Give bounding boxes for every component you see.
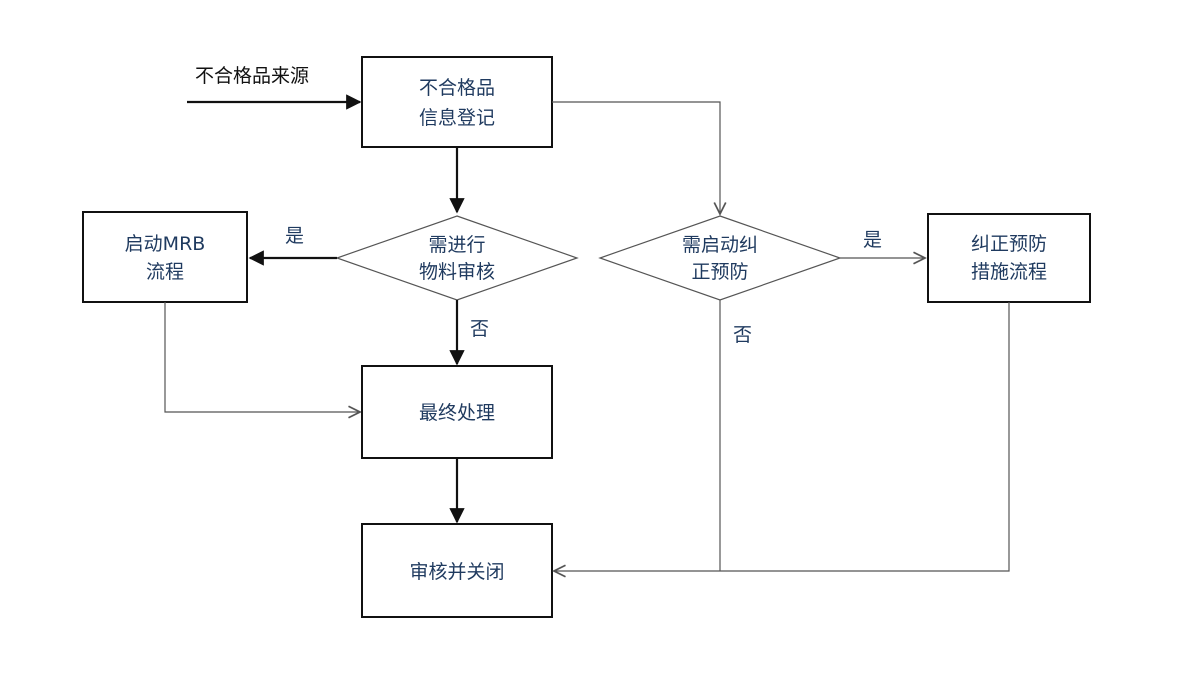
- need-review-label-line1: 需进行: [428, 234, 485, 256]
- need-review-label-line2: 物料审核: [419, 261, 495, 283]
- final-handling-box: [361, 365, 553, 459]
- review-yes-label: 是: [285, 225, 304, 247]
- capa-flow-label-line2: 措施流程: [971, 261, 1047, 283]
- final-handling-label: 最终处理: [419, 402, 495, 424]
- capa-yes-label: 是: [863, 229, 882, 251]
- start-mrb-label-line2: 流程: [146, 261, 184, 283]
- start-mrb-box: [82, 211, 248, 303]
- register-to-capa-connector: [552, 101, 720, 214]
- review-no-label: 否: [470, 318, 489, 340]
- register-box: [361, 56, 553, 148]
- review-close-box: [361, 523, 553, 618]
- start-mrb-label-line1: 启动MRB: [125, 233, 206, 255]
- capa-no-label: 否: [733, 324, 752, 346]
- register-label-line1: 不合格品: [419, 77, 495, 99]
- source-label: 不合格品来源: [195, 65, 309, 87]
- need-capa-label-line1: 需启动纠: [682, 234, 758, 256]
- need-capa-decision: [598, 215, 842, 301]
- review-close-label: 审核并关闭: [409, 561, 504, 583]
- need-capa-label-line2: 正预防: [691, 261, 748, 283]
- capa-flow-label-line1: 纠正预防: [971, 233, 1047, 255]
- register-label-line2: 信息登记: [419, 107, 495, 129]
- mrb-to-final-connector: [164, 302, 360, 412]
- need-review-decision: [335, 215, 579, 301]
- capa-flow-to-close-connector: [554, 302, 1010, 571]
- capa-flow-box: [927, 213, 1091, 303]
